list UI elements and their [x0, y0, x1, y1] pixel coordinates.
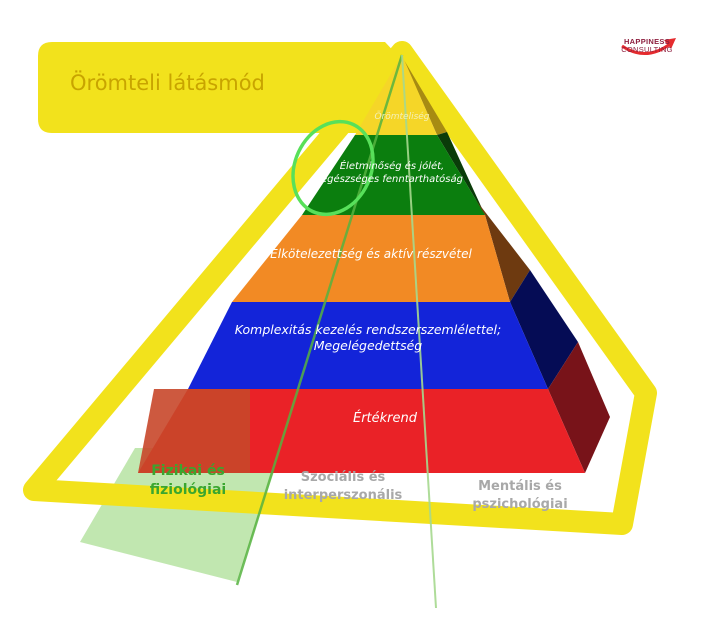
brand-arrow-icon [664, 38, 676, 49]
level-3-face [232, 215, 510, 302]
left-light-beam [80, 448, 282, 582]
base-label-mental: Mentális és pszichológiai [472, 479, 568, 512]
brand-name: HAPPINESS [623, 37, 671, 46]
yellow-triangle-frame [23, 41, 657, 535]
brand-subtitle: CONSULTING [621, 45, 673, 54]
header-tab [38, 42, 400, 133]
level-4-label: Komplexitás kezelés rendszerszemlélettel… [234, 322, 502, 353]
brand-logo: HAPPINESS CONSULTING [612, 38, 682, 54]
base-label-social: Szociális és interperszonális [283, 470, 403, 503]
face-right-5 [548, 342, 610, 473]
level-2-face [302, 135, 485, 215]
face-right-3 [472, 195, 530, 302]
level-2-label: Életminőség és jólét, egészséges fenntar… [321, 161, 463, 185]
page-title: Örömteli látásmód [70, 71, 265, 95]
face-right-1 [404, 60, 447, 135]
face-right-2 [437, 132, 485, 215]
face-right-4 [510, 270, 578, 389]
brand-swoosh-icon [621, 42, 671, 55]
level-4-face [188, 302, 548, 389]
highlight-ring [291, 119, 375, 217]
base-label-physical: Fizikai és fiziológiai [149, 463, 227, 498]
level-5-left-segment [138, 389, 250, 473]
level-3-label: Elkötelezettség és aktív részvétel [270, 247, 472, 261]
level-5-label: Értékrend [352, 411, 418, 426]
light-ray-right [401, 54, 437, 609]
level-1-face [355, 55, 437, 135]
light-ray-left [235, 54, 404, 586]
level-1-label: Örömteliség [374, 112, 430, 122]
